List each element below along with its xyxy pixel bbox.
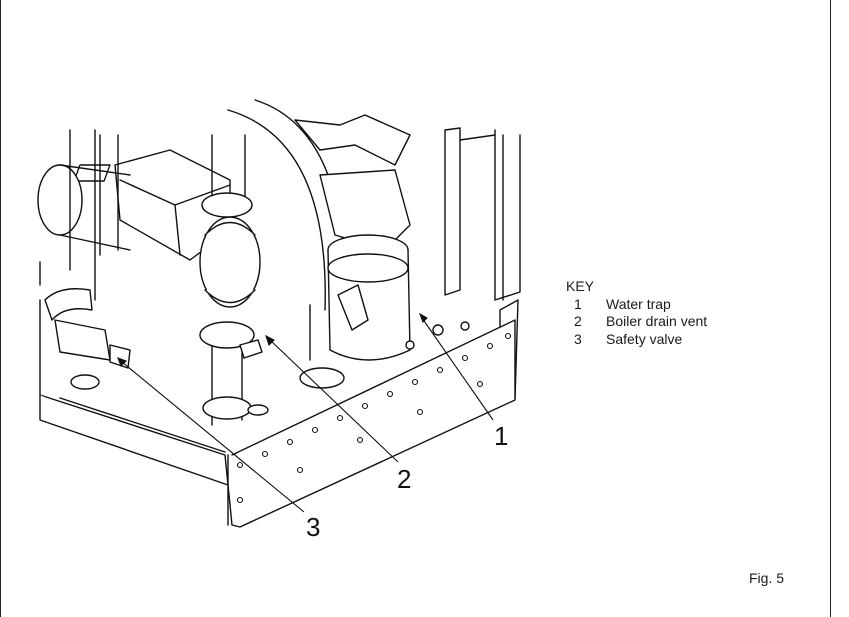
pump bbox=[37, 149, 261, 308]
legend-key: KEY 1 Water trap 2 Boiler drain vent 3 S… bbox=[566, 278, 707, 348]
key-item-number: 2 bbox=[574, 313, 582, 329]
key-item: 2 Boiler drain vent bbox=[566, 313, 707, 331]
key-title: KEY bbox=[566, 278, 595, 294]
callout-2: 2 bbox=[397, 464, 412, 494]
water-trap-assembly bbox=[294, 114, 470, 361]
base-tray bbox=[39, 261, 519, 528]
fittings bbox=[54, 192, 345, 420]
key-item-label: Water trap bbox=[606, 295, 671, 312]
leader-lines bbox=[117, 312, 494, 513]
side-panels bbox=[444, 127, 521, 301]
figure-label: Fig. 5 bbox=[749, 570, 785, 586]
key-item-number: 1 bbox=[574, 295, 582, 312]
key-item-label: Boiler drain vent bbox=[606, 313, 708, 329]
key-item: 1 Water trap bbox=[566, 296, 707, 314]
tray-holes bbox=[236, 332, 512, 504]
key-item: 3 Safety valve bbox=[566, 331, 707, 349]
key-item-label: Safety valve bbox=[606, 330, 683, 347]
key-item-number: 3 bbox=[574, 330, 582, 347]
callout-3: 3 bbox=[306, 512, 321, 542]
callout-1: 1 bbox=[494, 421, 509, 451]
page-frame bbox=[0, 0, 831, 617]
